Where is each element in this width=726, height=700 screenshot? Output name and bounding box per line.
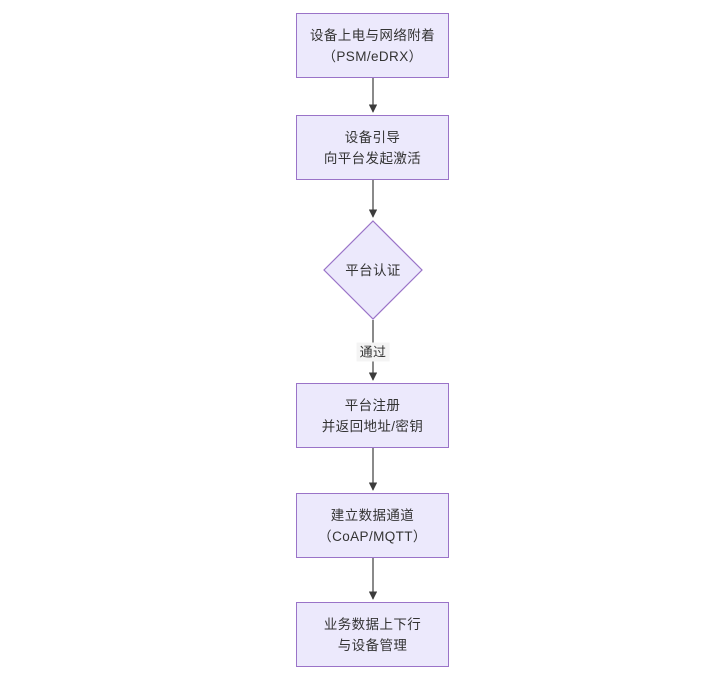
diamond-shape: [323, 220, 423, 320]
node-line: 平台认证: [345, 262, 401, 278]
node-line: 并返回地址/密钥: [321, 418, 424, 434]
node-line: 平台注册: [344, 397, 401, 413]
node-line: 与设备管理: [337, 637, 408, 653]
node-device-bootstrap-activation[interactable]: 设备引导 向平台发起激活: [296, 115, 449, 180]
node-line: 设备上电与网络附着: [309, 27, 436, 43]
node-establish-data-channel[interactable]: 建立数据通道 （CoAP/MQTT）: [296, 493, 449, 558]
node-line: （CoAP/MQTT）: [318, 528, 427, 544]
node-line: 向平台发起激活: [323, 150, 422, 166]
node-line: 设备引导: [344, 129, 401, 145]
node-power-on-network-attach[interactable]: 设备上电与网络附着 （PSM/eDRX）: [296, 13, 449, 78]
node-line: 业务数据上下行: [323, 616, 422, 632]
node-platform-authentication-decision[interactable]: 平台认证: [323, 220, 423, 320]
node-line: （PSM/eDRX）: [322, 48, 423, 64]
node-line: 建立数据通道: [330, 507, 415, 523]
node-platform-registration[interactable]: 平台注册 并返回地址/密钥: [296, 383, 449, 448]
edge-label-pass: 通过: [356, 342, 390, 362]
node-business-data-and-device-management[interactable]: 业务数据上下行 与设备管理: [296, 602, 449, 667]
